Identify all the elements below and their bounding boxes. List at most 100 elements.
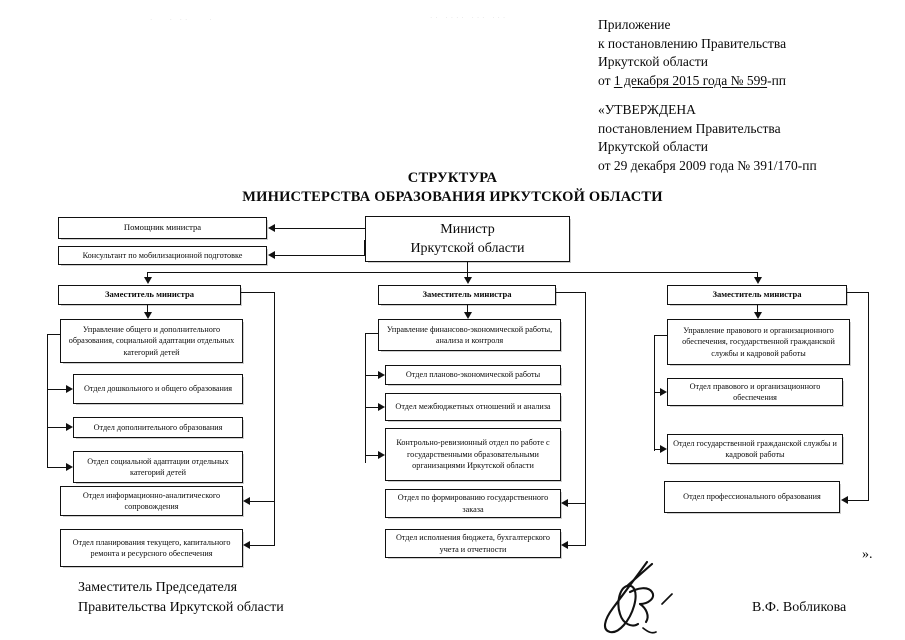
connector-bus-to-deputy-left [147, 272, 149, 278]
org-box-right-unit-0: Отдел правового и организационного обесп… [667, 378, 844, 407]
org-box-assistant: Помощник министра [58, 217, 268, 240]
connector-left-deputy-unit-1 [250, 545, 275, 547]
center-unit-1-label: Отдел межбюджетных отношений и анализа [395, 402, 551, 412]
org-box-left-deputy-unit-0: Отдел информационно-аналитического сопро… [60, 486, 244, 517]
right-unit-0-label: Отдел правового и организационного обесп… [689, 381, 821, 403]
minister-line-1: Министр [440, 222, 495, 237]
arrowhead-deputy-center [464, 277, 472, 284]
right-department-label: Управление правового и организационного … [682, 325, 835, 358]
org-box-left-unit-0: Отдел дошкольного и общего образования [73, 374, 244, 405]
appendix-line-1: Приложение [598, 17, 671, 32]
arrowhead-right-unit-0 [660, 388, 667, 396]
org-box-center-unit-2: Контрольно-ревизионный отдел по работе с… [385, 428, 562, 482]
handwritten-signature-icon [604, 560, 673, 634]
arrowhead-left-deputy-unit-1 [243, 541, 250, 549]
center-unit-0-label: Отдел планово-экономической работы [405, 370, 541, 380]
spine-left-deputy-top [241, 292, 275, 294]
appendix-date-underlined: 1 декабря 2015 года № 599 [613, 72, 768, 88]
org-box-center-deputy-unit-1: Отдел исполнения бюджета, бухгалтерского… [385, 529, 562, 559]
signer-title-line-1: Заместитель Председателя [78, 580, 238, 595]
consultant-label: Консультант по мобилизационной подготовк… [82, 250, 243, 260]
connector-left-unit-2 [47, 467, 66, 469]
arrowhead-left-unit-0 [66, 385, 73, 393]
spine-left-department-top [47, 334, 61, 336]
right-deputy-unit-0-label: Отдел профессионального образования [683, 492, 821, 502]
org-box-deputy-right: Заместитель министра [667, 285, 848, 306]
connector-minister-consultant [275, 255, 365, 257]
arrowhead-center-department [464, 312, 472, 319]
appendix-date-suffix: -пп [767, 72, 787, 88]
minister-line-2: Иркутской области [410, 241, 525, 256]
appendix-header: Приложение к постановлению Правительства… [598, 16, 786, 90]
left-deputy-unit-1-label: Отдел планирования текущего, капитальног… [72, 537, 231, 559]
spine-left-department [47, 334, 49, 467]
arrowhead-right-deputy-unit-0 [841, 496, 848, 504]
connector-bus-to-deputy-right [757, 272, 759, 278]
connector-deputy-right-to-dept [757, 305, 759, 314]
approved-line-3: Иркутской области [598, 139, 709, 154]
connector-minister-assistant [275, 228, 365, 230]
center-department-label: Управление финансово-экономической работ… [386, 324, 553, 346]
arrowhead-deputy-left [144, 277, 152, 284]
arrowhead-consultant [268, 251, 275, 259]
spine-center-department-top [365, 333, 379, 335]
connector-center-unit-2 [365, 455, 378, 457]
arrowhead-assistant [268, 224, 275, 232]
connector-minister-consultant-drop [364, 240, 366, 256]
arrowhead-center-deputy-unit-0 [561, 499, 568, 507]
approved-line-4: от 29 декабря 2009 года № 391/170-пп [598, 157, 817, 173]
arrowhead-deputy-right [754, 277, 762, 284]
connector-bus-to-deputy-center [467, 272, 469, 278]
deputy-right-label: Заместитель министра [712, 289, 802, 300]
approved-line-2: постановлением Правительства [598, 120, 781, 136]
org-box-left-deputy-unit-1: Отдел планирования текущего, капитальног… [60, 529, 244, 568]
appendix-line-3: Иркутской области [598, 54, 709, 69]
connector-center-deputy-unit-1 [568, 545, 586, 547]
connector-left-deputy-unit-0 [250, 501, 275, 503]
org-box-minister: Министр Иркутской области [365, 216, 571, 263]
spine-center-deputy-top [556, 292, 586, 294]
spine-left-deputy [274, 292, 276, 545]
org-box-deputy-left: Заместитель министра [58, 285, 242, 306]
connector-minister-bus-drop [467, 262, 469, 273]
signer-name: В.Ф. Вобликова [752, 600, 847, 615]
left-unit-1-label: Отдел дополнительного образования [93, 422, 223, 432]
arrowhead-center-deputy-unit-1 [561, 541, 568, 549]
appendix-date-line: от 1 декабря 2015 года № 599-пп [598, 72, 786, 91]
spine-center-department [365, 333, 367, 463]
deputy-center-label: Заместитель министра [422, 289, 512, 300]
connector-center-unit-1 [365, 407, 378, 409]
arrowhead-right-department [754, 312, 762, 319]
closing-quote-mark: ». [862, 547, 873, 562]
org-box-right-unit-1: Отдел государственной гражданской службы… [667, 434, 844, 465]
org-box-right-deputy-unit-0: Отдел профессионального образования [664, 481, 841, 514]
scanner-speckle: · · ·· · [150, 16, 215, 24]
arrowhead-left-unit-1 [66, 423, 73, 431]
spine-right-department-top [654, 335, 668, 337]
org-box-center-deputy-unit-0: Отдел по формированию государственного з… [385, 489, 562, 519]
connector-right-deputy-unit-0 [848, 500, 869, 502]
connector-deputy-left-to-dept [147, 305, 149, 314]
org-box-center-unit-0: Отдел планово-экономической работы [385, 365, 562, 386]
connector-right-unit-1 [654, 449, 660, 451]
org-box-left-department: Управление общего и дополнительного обра… [60, 319, 244, 364]
page-title-line-1: СТРУКТУРА [407, 170, 498, 186]
signer-title-line-2: Правительства Иркутской области [78, 599, 284, 615]
org-box-center-unit-1: Отдел межбюджетных отношений и анализа [385, 393, 562, 422]
left-unit-2-label: Отдел социальной адаптации отдельных кат… [87, 456, 229, 478]
org-box-left-unit-2: Отдел социальной адаптации отдельных кат… [73, 451, 244, 484]
left-department-label: Управление общего и дополнительного обра… [68, 324, 235, 357]
connector-right-unit-0 [654, 392, 660, 394]
spine-right-deputy [868, 292, 870, 501]
page-title-line-2: МИНИСТЕРСТВА ОБРАЗОВАНИЯ ИРКУТСКОЙ ОБЛАС… [242, 189, 663, 205]
connector-left-unit-1 [47, 427, 66, 429]
org-box-left-unit-1: Отдел дополнительного образования [73, 417, 244, 439]
left-deputy-unit-0-label: Отдел информационно-аналитического сопро… [82, 490, 221, 512]
connector-center-deputy-unit-0 [568, 503, 586, 505]
spine-center-deputy [585, 292, 587, 546]
deputy-left-label: Заместитель министра [104, 289, 195, 300]
org-box-consultant: Консультант по мобилизационной подготовк… [58, 246, 268, 266]
assistant-label: Помощник министра [123, 222, 202, 233]
org-box-center-department: Управление финансово-экономической работ… [378, 319, 562, 352]
arrowhead-left-unit-2 [66, 463, 73, 471]
